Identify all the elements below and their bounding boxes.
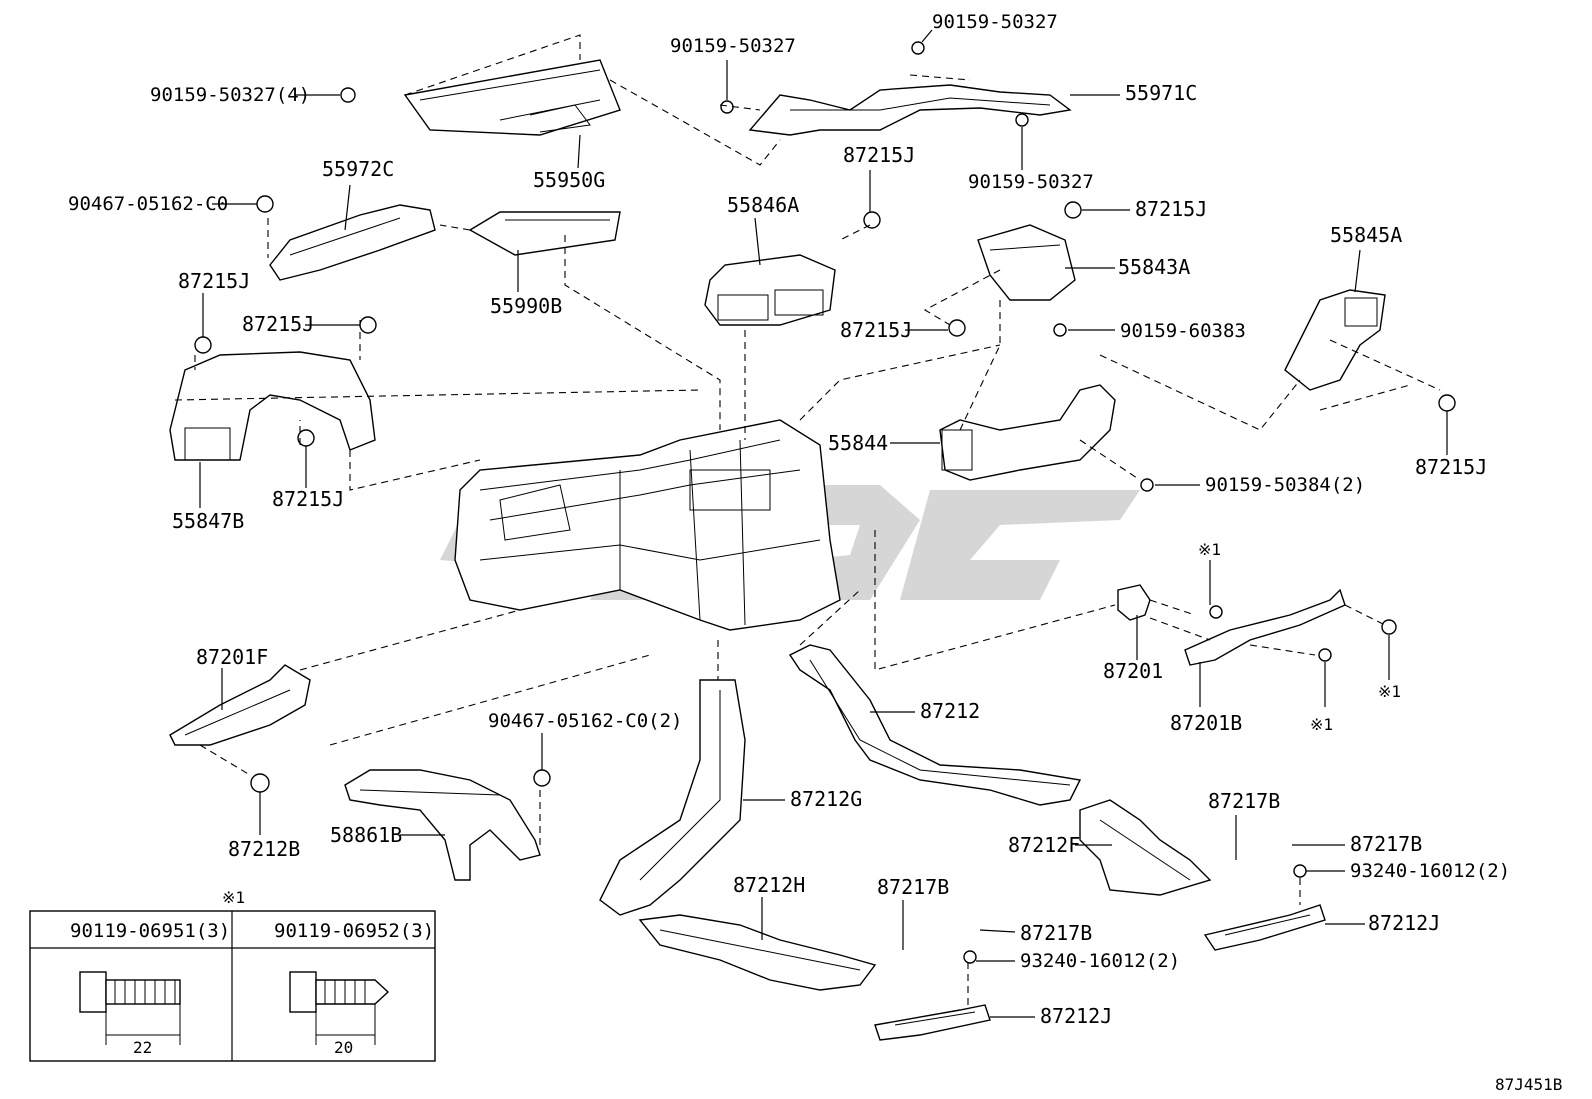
part-58861B xyxy=(344,769,541,881)
label-55846A: 55846A xyxy=(727,193,799,217)
part-87212J-a xyxy=(874,1004,991,1041)
label-87212F: 87212F xyxy=(1008,833,1080,857)
assembly-dashed-lines xyxy=(174,34,1441,1005)
part-55846A xyxy=(704,254,836,326)
part-55845A xyxy=(1284,289,1386,391)
figure-code: 87J451B xyxy=(1495,1075,1562,1094)
part-87212H xyxy=(638,914,877,991)
fastener-col1-part: 90119-06951(3) xyxy=(70,920,230,942)
part-55843A xyxy=(977,224,1076,301)
label-93240-16012-2-b: 93240-16012(2) xyxy=(1020,950,1180,972)
fasteners xyxy=(194,41,1456,964)
fastener-table-note: ※1 xyxy=(222,888,245,907)
part-labels: 90159-50327(4) 90159-50327 90159-50327 5… xyxy=(68,11,1510,1028)
label-87201B: 87201B xyxy=(1170,711,1242,735)
label-90159-50327-a: 90159-50327 xyxy=(932,11,1058,33)
label-87212J-b: 87212J xyxy=(1368,911,1440,935)
hvac-unit xyxy=(454,419,841,631)
label-87212J-a: 87212J xyxy=(1040,1004,1112,1028)
label-55843A: 55843A xyxy=(1118,255,1190,279)
part-87212 xyxy=(788,644,1082,806)
part-87212J-b xyxy=(1203,904,1326,951)
label-87212: 87212 xyxy=(920,699,980,723)
leader-lines xyxy=(199,29,1448,1018)
label-55990B: 55990B xyxy=(490,294,562,318)
label-55971C: 55971C xyxy=(1125,81,1197,105)
label-90159-50327-b: 90159-50327 xyxy=(670,35,796,57)
label-87212G: 87212G xyxy=(790,787,862,811)
label-87215J-top: 87215J xyxy=(843,143,915,167)
label-note-1a: ※1 xyxy=(1198,540,1221,559)
label-87212H: 87212H xyxy=(733,873,805,897)
label-90159-50327-4: 90159-50327(4) xyxy=(150,84,310,106)
part-87212F xyxy=(1079,799,1212,896)
bolt-22-icon xyxy=(79,971,181,1045)
part-87201F xyxy=(169,664,311,746)
part-87201 xyxy=(1117,584,1151,621)
part-87212G xyxy=(599,679,746,916)
label-87217B-b: 87217B xyxy=(1350,832,1422,856)
label-90467-05162-C0: 90467-05162-C0 xyxy=(68,193,228,215)
label-55845A: 55845A xyxy=(1330,223,1402,247)
part-55972C xyxy=(269,204,436,281)
label-90467-05162-C0-2: 90467-05162-C0(2) xyxy=(488,710,682,732)
label-87201F: 87201F xyxy=(196,645,268,669)
part-55847B xyxy=(169,351,376,461)
fastener-col2-length: 20 xyxy=(334,1038,353,1057)
label-87217B-a: 87217B xyxy=(1208,789,1280,813)
part-55990B xyxy=(468,211,621,256)
label-90159-50327-c: 90159-50327 xyxy=(968,171,1094,193)
label-87215J-right: 87215J xyxy=(1415,455,1487,479)
fastener-col1-length: 22 xyxy=(133,1038,152,1057)
label-55844: 55844 xyxy=(828,431,888,455)
label-90159-50384-2: 90159-50384(2) xyxy=(1205,474,1365,496)
label-87215J-b: 87215J xyxy=(242,312,314,336)
label-87215J-a: 87215J xyxy=(1135,197,1207,221)
part-55844 xyxy=(939,384,1116,481)
label-note-1c: ※1 xyxy=(1310,715,1333,734)
label-87217B-c: 87217B xyxy=(877,875,949,899)
label-90159-60383: 90159-60383 xyxy=(1120,320,1246,342)
label-93240-16012-2-a: 93240-16012(2) xyxy=(1350,860,1510,882)
label-87217B-d: 87217B xyxy=(1020,921,1092,945)
label-87201: 87201 xyxy=(1103,659,1163,683)
label-55950G: 55950G xyxy=(533,168,605,192)
label-87215J-left: 87215J xyxy=(178,269,250,293)
part-55971C xyxy=(748,84,1072,136)
part-55950G xyxy=(403,59,621,136)
label-87215J-d: 87215J xyxy=(272,487,344,511)
label-58861B: 58861B xyxy=(330,823,402,847)
label-55847B: 55847B xyxy=(172,509,244,533)
label-note-1b: ※1 xyxy=(1378,682,1401,701)
bolt-20-icon xyxy=(289,971,390,1045)
label-55972C: 55972C xyxy=(322,157,394,181)
fastener-col2-part: 90119-06952(3) xyxy=(274,920,434,942)
label-87215J-c: 87215J xyxy=(840,318,912,342)
label-87212B: 87212B xyxy=(228,837,300,861)
fastener-table: ※1 90119-06951(3) 90119-06952(3) 22 20 xyxy=(29,888,436,1062)
